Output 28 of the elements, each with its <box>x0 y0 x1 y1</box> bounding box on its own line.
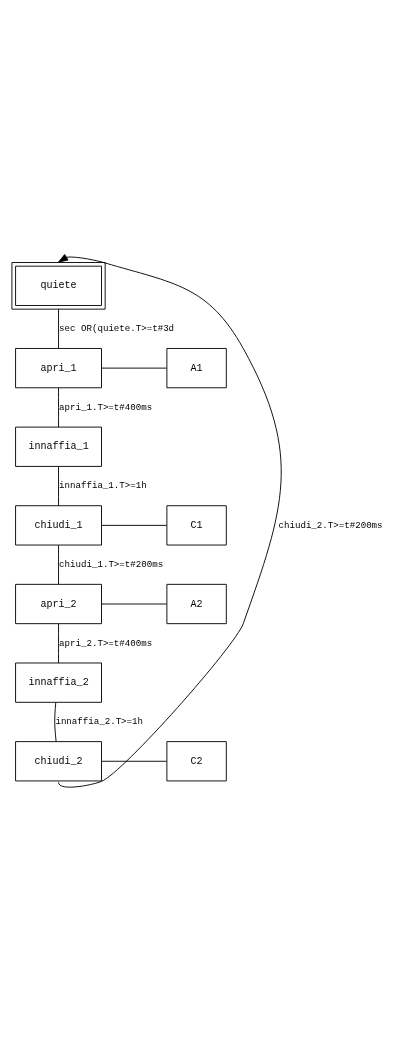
edge-label: apri_2.T>=t#400ms <box>59 637 153 649</box>
connector <box>58 387 59 428</box>
node-box: innaffia_2 <box>15 662 102 703</box>
edge-label: chiudi_2.T>=t#200ms <box>278 519 383 531</box>
connector <box>58 308 59 349</box>
edge-label: apri_1.T>=t#400ms <box>59 401 153 413</box>
edge-label: sec OR(quiete.T>=t#3d <box>59 323 175 335</box>
edge-label: chiudi_1.T>=t#200ms <box>59 558 164 570</box>
node-box: A1 <box>166 348 227 389</box>
connector <box>101 760 167 762</box>
connector <box>58 623 59 664</box>
node-box: innaffia_1 <box>15 426 102 467</box>
connector <box>101 603 167 605</box>
connector <box>54 702 57 742</box>
connector <box>101 524 167 526</box>
node-box: A2 <box>166 583 227 625</box>
edge-label: innaffia_1.T>=1h <box>59 480 147 492</box>
node-box: apri_1 <box>15 348 102 389</box>
node-box: C1 <box>166 505 227 546</box>
edge-label: innaffia_2.T>=1h <box>55 716 144 728</box>
node-box: chiudi_2 <box>15 741 102 782</box>
connector <box>58 466 59 507</box>
connector <box>58 544 59 585</box>
node-box: chiudi_1 <box>15 505 102 546</box>
connector <box>101 367 167 369</box>
node-box: C2 <box>166 741 227 782</box>
arrow <box>58 254 282 788</box>
node-box: apri_2 <box>15 583 102 625</box>
